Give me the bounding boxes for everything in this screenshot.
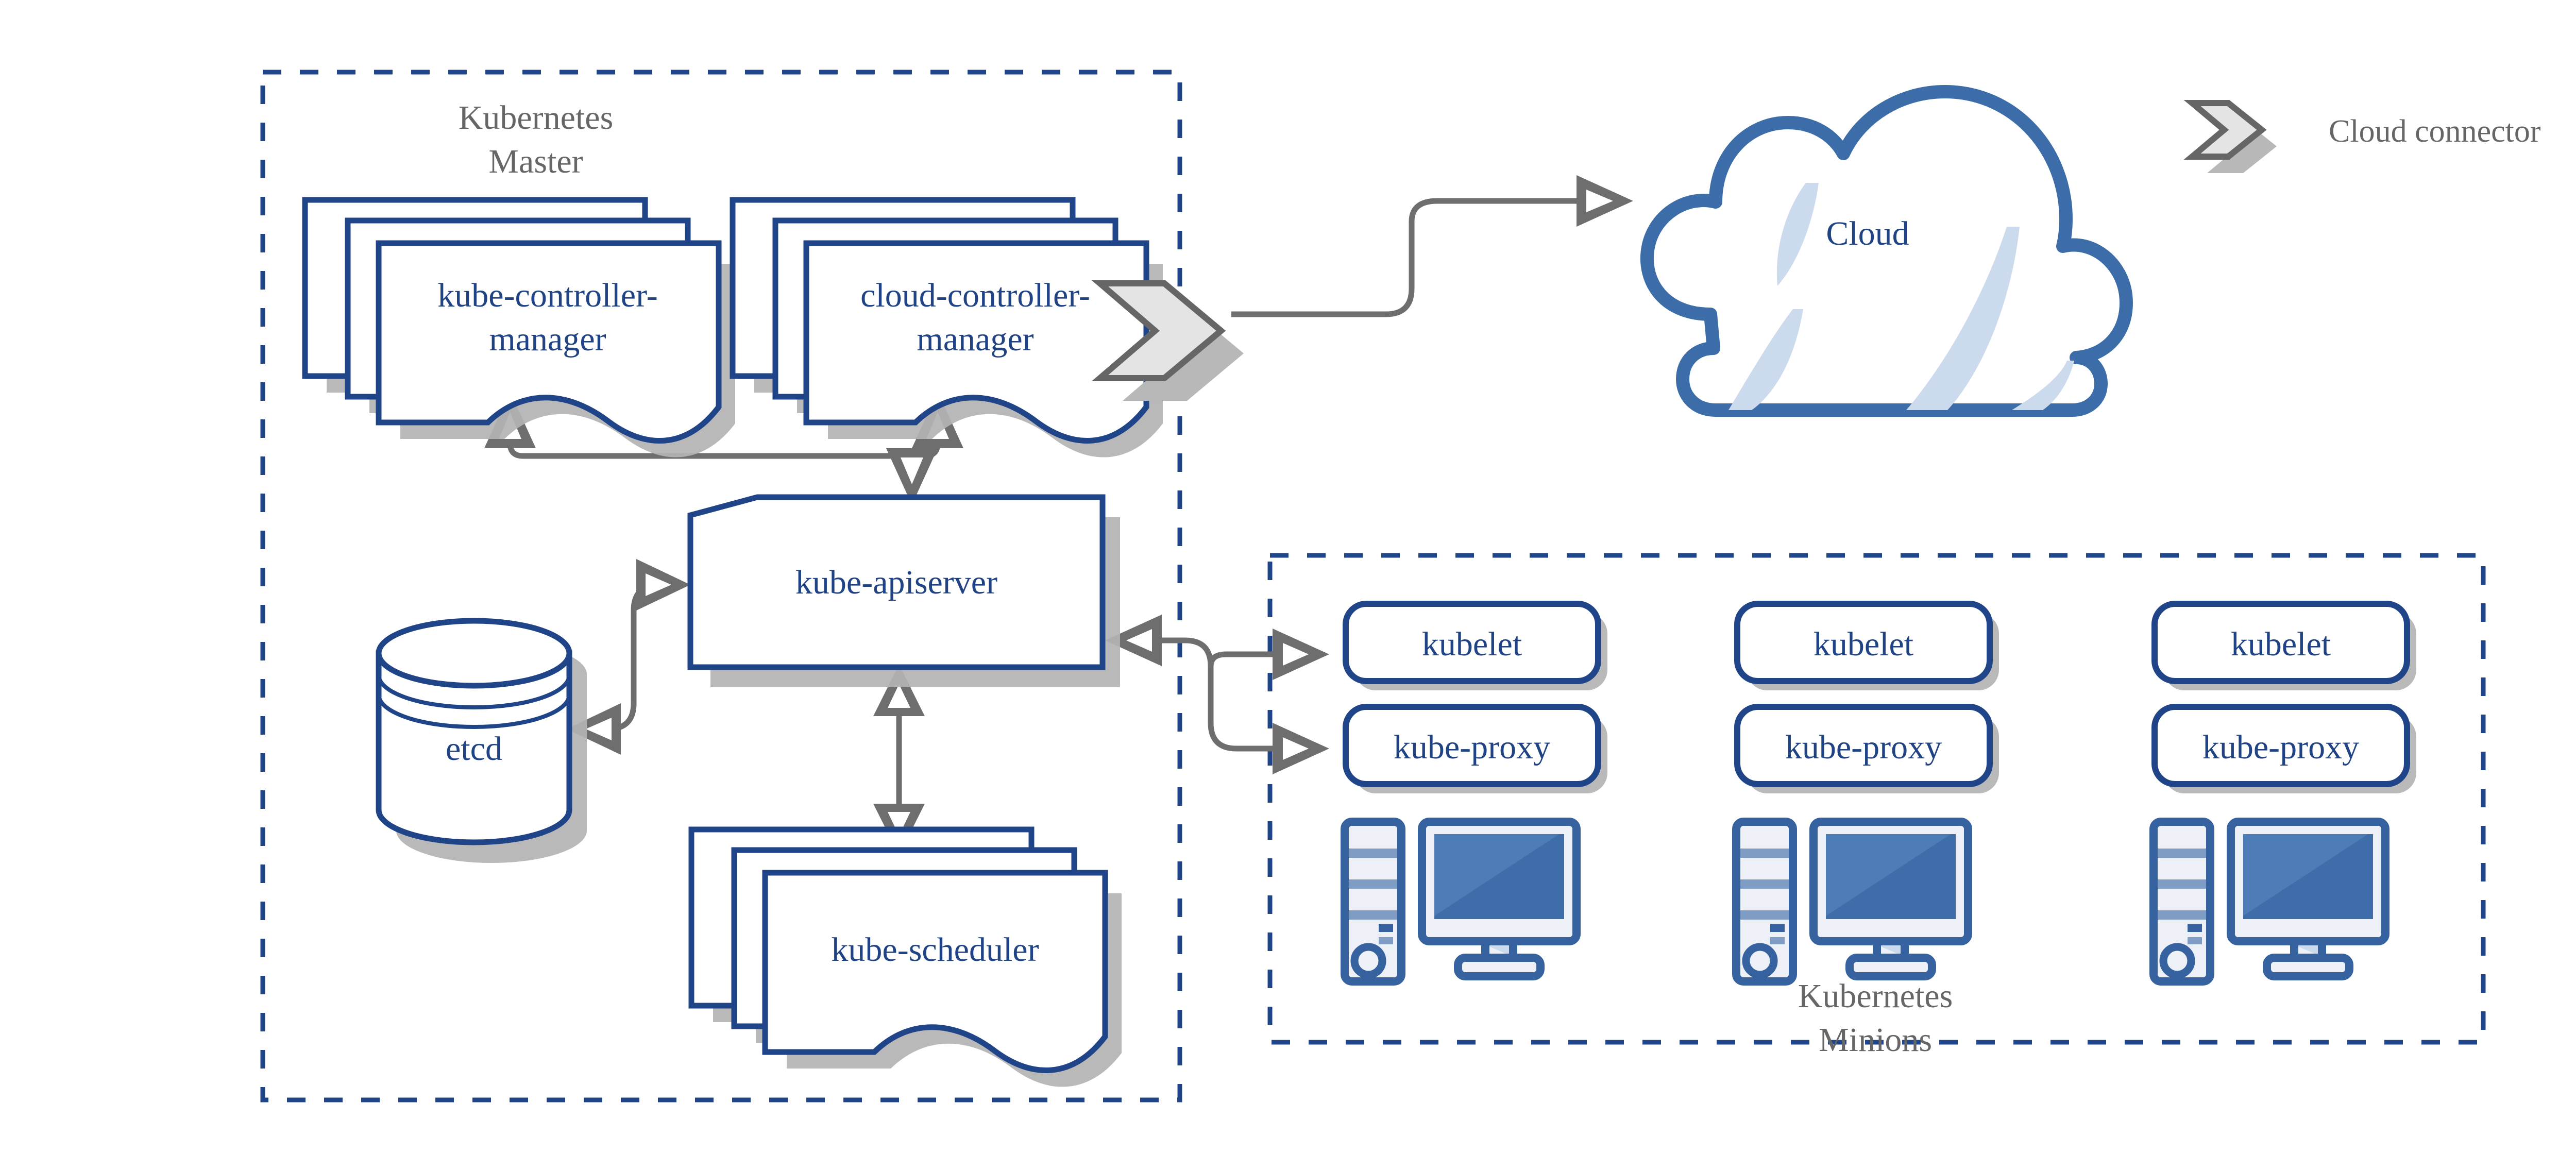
etcd-body <box>376 650 572 845</box>
computer-icon-3 <box>2149 818 2389 986</box>
node-kube-proxy-3[interactable]: kube-proxy <box>2151 704 2416 793</box>
node-etcd[interactable]: etcd <box>376 618 587 863</box>
computer-icon-2 <box>1732 818 1972 986</box>
arrowhead-scheduler-up <box>873 665 925 716</box>
cloud-accent-3 <box>1906 227 2020 410</box>
doc-sheet-front <box>376 240 722 444</box>
kubelet-label: kubelet <box>2231 625 2331 663</box>
cloud-connector-icon <box>1091 280 1244 401</box>
kubelet-pill <box>1734 601 1993 684</box>
node-kube-proxy-1[interactable]: kube-proxy <box>1343 704 1607 793</box>
legend-cloud-connector-label: Cloud connector <box>2329 114 2541 149</box>
legend-cloud-connector-icon <box>2183 100 2277 173</box>
arrowhead-into-kubeproxy <box>1273 723 1329 774</box>
node-kubelet-1[interactable]: kubelet <box>1343 601 1607 690</box>
kubelet-pill <box>1343 601 1601 684</box>
kubernetes-minions-group: Kubernetes Minions <box>1267 553 2486 1059</box>
minions-group-label-line1: Kubernetes <box>1798 977 1953 1015</box>
kube-controller-manager-label-line2: manager <box>489 320 606 358</box>
connector-ccm-to-cloud <box>1231 198 1577 317</box>
kube-proxy-label: kube-proxy <box>2202 728 2359 766</box>
arrowhead-into-kubelet <box>1273 629 1329 680</box>
master-group-label-line1: Kubernetes <box>459 99 614 137</box>
connector-apiserver-to-minions-trunk <box>1149 637 1298 752</box>
node-cloud[interactable]: Cloud <box>1640 85 2133 417</box>
minions-group-label-line2: Minions <box>1819 1021 1932 1059</box>
etcd-label: etcd <box>446 730 502 768</box>
arrowhead-into-apiserver-left <box>636 559 690 611</box>
arrowhead-into-apiserver-right <box>1105 615 1162 666</box>
kube-proxy-label: kube-proxy <box>1394 728 1550 766</box>
node-kube-proxy-2[interactable]: kube-proxy <box>1734 704 1999 793</box>
master-group-label-line2: Master <box>488 143 583 180</box>
kube-apiserver-shape <box>687 494 1106 670</box>
etcd-ridge-1 <box>377 674 571 710</box>
node-kubelet-3[interactable]: kubelet <box>2151 601 2416 690</box>
kube-scheduler-label: kube-scheduler <box>831 931 1039 969</box>
doc-sheet-front <box>762 870 1108 1073</box>
connector-apiserver-etcd <box>595 582 660 732</box>
kube-apiserver-label: kube-apiserver <box>795 564 997 601</box>
kubelet-label: kubelet <box>1422 625 1522 663</box>
arrowhead-to-cloud <box>1577 175 1633 227</box>
kubelet-label: kubelet <box>1814 625 1913 663</box>
arrowhead-into-etcd <box>567 703 621 755</box>
node-kube-scheduler[interactable]: kube-scheduler <box>688 826 1122 1087</box>
doc-sheet-front <box>803 240 1149 444</box>
computer-icon-1 <box>1341 818 1581 986</box>
connector-apiserver-to-controllers <box>507 443 915 482</box>
cloud-controller-manager-label-line2: manager <box>917 320 1033 358</box>
node-cloud-controller-manager[interactable]: cloud-controller- manager <box>730 197 1163 457</box>
node-kube-apiserver[interactable]: kube-apiserver <box>687 494 1120 687</box>
etcd-top <box>376 618 572 689</box>
kube-proxy-pill <box>2151 704 2410 787</box>
cloud-accent-1 <box>1776 183 1819 286</box>
cloud-accent-4 <box>2012 361 2074 410</box>
minions-group-border <box>1267 553 2486 1045</box>
node-kube-controller-manager[interactable]: kube-controller- manager <box>302 197 735 457</box>
arrowhead-into-apiserver-top <box>886 448 938 505</box>
master-group-border <box>260 70 1182 1103</box>
cloud-shape <box>1640 85 2133 417</box>
cloud-accent-2 <box>1728 309 1803 410</box>
legend: Cloud connector <box>2183 100 2541 173</box>
kube-proxy-pill <box>1343 704 1601 787</box>
minion-node-1: kubelet kube-proxy <box>1341 601 1607 986</box>
etcd-ridge-2 <box>377 694 571 730</box>
cloud-label: Cloud <box>1826 215 1909 252</box>
minion-node-3: kubelet kube-proxy <box>2149 601 2416 986</box>
kube-proxy-pill <box>1734 704 1993 787</box>
minion-node-2: kubelet kube-proxy <box>1732 601 1999 986</box>
connector-minions-kubelet-branch <box>1208 651 1298 667</box>
node-kubelet-2[interactable]: kubelet <box>1734 601 1999 690</box>
kubernetes-master-group: Kubernetes Master <box>260 70 1182 1103</box>
kube-controller-manager-label-line1: kube-controller- <box>437 277 658 314</box>
cloud-controller-manager-label-line1: cloud-controller- <box>860 277 1090 314</box>
kubelet-pill <box>2151 601 2410 684</box>
kube-proxy-label: kube-proxy <box>1785 728 1942 766</box>
